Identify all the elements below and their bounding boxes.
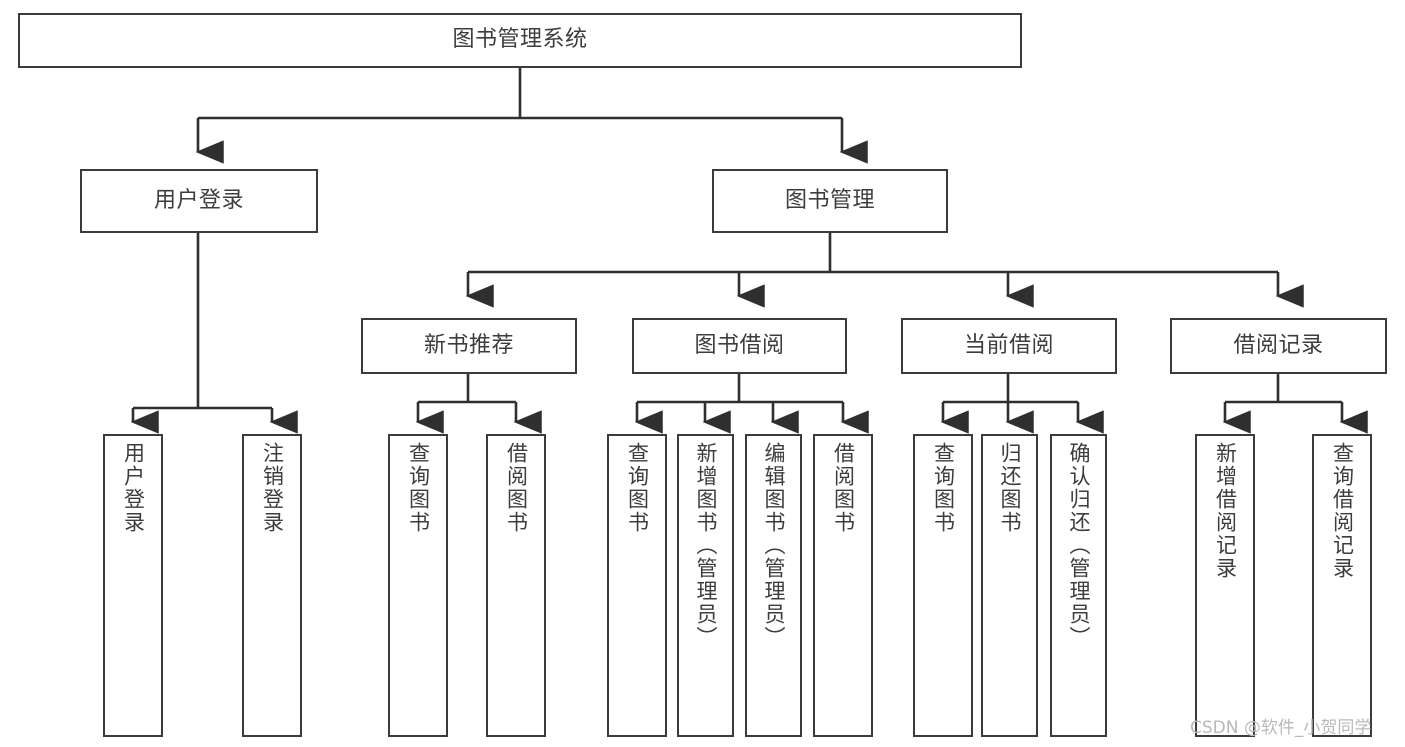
- leaf-add-borrow-record-label: 新增借阅记录: [1213, 442, 1238, 580]
- leaf-query-borrow-record-label: 查询借阅记录: [1330, 442, 1355, 580]
- node-current-borrow[interactable]: 当前借阅: [901, 318, 1117, 374]
- node-user-login[interactable]: 用户登录: [80, 169, 318, 233]
- leaf-edit-book-admin-label: 编辑图书（管理员）: [761, 442, 786, 649]
- leaf-edit-book-admin[interactable]: 编辑图书（管理员）: [745, 434, 802, 737]
- leaf-confirm-return-admin[interactable]: 确认归还（管理员）: [1050, 434, 1107, 737]
- leaf-user-login[interactable]: 用户登录: [103, 434, 163, 737]
- leaf-borrow-book-label: 借阅图书: [831, 442, 856, 534]
- node-user-login-label: 用户登录: [153, 187, 244, 213]
- node-new-book-recommend-label: 新书推荐: [423, 332, 514, 358]
- leaf-add-book-admin[interactable]: 新增图书（管理员）: [677, 434, 734, 737]
- node-book-management-label: 图书管理: [784, 187, 875, 213]
- node-current-borrow-label: 当前借阅: [963, 332, 1054, 358]
- leaf-query-book-current-label: 查询图书: [931, 442, 956, 534]
- node-root-label: 图书管理系统: [452, 27, 588, 53]
- leaf-logout[interactable]: 注销登录: [242, 434, 302, 737]
- node-new-book-recommend[interactable]: 新书推荐: [361, 318, 577, 374]
- csdn-watermark: CSDN @软件_小贺同学: [1190, 718, 1372, 738]
- leaf-query-book-borrow-label: 查询图书: [625, 442, 650, 534]
- node-book-management[interactable]: 图书管理: [712, 169, 948, 233]
- leaf-query-book-borrow[interactable]: 查询图书: [607, 434, 667, 737]
- node-borrow-record-label: 借阅记录: [1233, 332, 1324, 358]
- leaf-user-login-label: 用户登录: [121, 442, 146, 534]
- leaf-borrow-book-recommend[interactable]: 借阅图书: [486, 434, 546, 737]
- node-book-borrow-label: 图书借阅: [694, 332, 785, 358]
- leaf-add-book-admin-label: 新增图书（管理员）: [693, 442, 718, 649]
- leaf-borrow-book[interactable]: 借阅图书: [813, 434, 873, 737]
- node-book-borrow[interactable]: 图书借阅: [632, 318, 847, 374]
- node-root[interactable]: 图书管理系统: [18, 13, 1022, 68]
- leaf-logout-label: 注销登录: [260, 442, 285, 534]
- leaf-query-book-recommend[interactable]: 查询图书: [388, 434, 448, 737]
- leaf-return-book[interactable]: 归还图书: [981, 434, 1038, 737]
- leaf-query-book-current[interactable]: 查询图书: [913, 434, 973, 737]
- node-borrow-record[interactable]: 借阅记录: [1170, 318, 1387, 374]
- leaf-return-book-label: 归还图书: [997, 442, 1022, 534]
- leaf-add-borrow-record[interactable]: 新增借阅记录: [1195, 434, 1255, 737]
- leaf-query-borrow-record[interactable]: 查询借阅记录: [1312, 434, 1372, 737]
- leaf-query-book-recommend-label: 查询图书: [406, 442, 431, 534]
- leaf-confirm-return-admin-label: 确认归还（管理员）: [1066, 442, 1091, 649]
- leaf-borrow-book-recommend-label: 借阅图书: [504, 442, 529, 534]
